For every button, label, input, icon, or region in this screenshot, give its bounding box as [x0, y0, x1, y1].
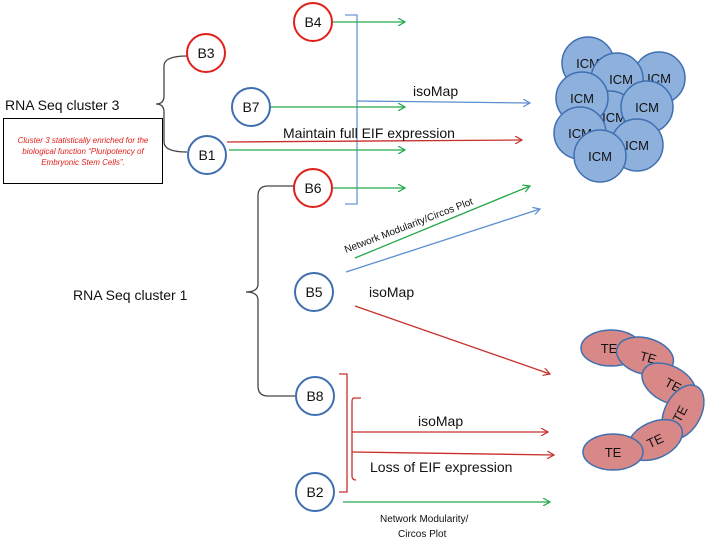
- red-bracket-outer: [339, 373, 348, 493]
- label-network-modularity-mid: Network Modularity/Circos Plot: [343, 196, 475, 255]
- node-b5-label: B5: [305, 284, 322, 300]
- node-b6-label: B6: [304, 180, 321, 196]
- icm-cluster: ICM ICM ICM ICM ICM ICM ICM ICM ICM: [553, 36, 686, 183]
- red-bracket-inner: [351, 397, 361, 481]
- svg-text:TE: TE: [601, 341, 618, 356]
- label-network-modularity-bottom-1: Network Modularity/: [380, 514, 469, 525]
- node-b7: B7: [231, 87, 271, 127]
- blue-bracket: [345, 14, 358, 205]
- svg-text:ICM: ICM: [625, 138, 649, 153]
- cluster1-brace: [245, 185, 298, 397]
- arrow-isomap-top-blue: [356, 101, 530, 103]
- cluster1-label: RNA Seq cluster 1: [73, 287, 188, 303]
- cluster3-note-text: Cluster 3 statistically enriched for the…: [17, 135, 149, 167]
- cluster3-label: RNA Seq cluster 3: [5, 97, 120, 113]
- svg-text:ICM: ICM: [570, 91, 594, 106]
- node-b3: B3: [186, 33, 226, 73]
- node-b8-label: B8: [306, 388, 323, 404]
- node-b4-label: B4: [304, 14, 321, 30]
- node-b7-label: B7: [242, 99, 259, 115]
- icm-cell: ICM: [573, 129, 627, 183]
- te-cluster: TE TE TE TE TE TE: [580, 329, 705, 471]
- arrow-b5-red: [354, 305, 550, 374]
- arrow-maintain-eif-red: [226, 140, 522, 142]
- svg-text:ICM: ICM: [588, 149, 612, 164]
- svg-text:TE: TE: [670, 403, 691, 425]
- node-b1: B1: [187, 135, 227, 175]
- svg-text:ICM: ICM: [635, 100, 659, 115]
- label-isomap-bottom: isoMap: [418, 413, 463, 429]
- node-b3-label: B3: [197, 45, 214, 61]
- te-cell: TE: [582, 433, 644, 471]
- svg-text:ICM: ICM: [602, 110, 626, 125]
- arrow-b5-blue: [345, 209, 540, 273]
- node-b4: B4: [293, 2, 333, 42]
- label-isomap-mid: isoMap: [369, 284, 414, 300]
- label-isomap-top: isoMap: [413, 83, 458, 99]
- node-b2-label: B2: [306, 484, 323, 500]
- label-loss-eif: Loss of EIF expression: [370, 459, 512, 475]
- svg-text:ICM: ICM: [609, 72, 633, 87]
- cluster3-note-box: Cluster 3 statistically enriched for the…: [3, 118, 163, 184]
- label-maintain-eif: Maintain full EIF expression: [283, 125, 455, 141]
- node-b8: B8: [295, 376, 335, 416]
- cluster3-brace: [155, 55, 188, 153]
- svg-text:TE: TE: [638, 348, 658, 367]
- node-b2: B2: [295, 472, 335, 512]
- svg-text:TE: TE: [644, 430, 666, 451]
- svg-text:TE: TE: [605, 445, 622, 460]
- node-b6: B6: [293, 168, 333, 208]
- label-network-modularity-bottom-2: Circos Plot: [398, 529, 447, 540]
- node-b1-label: B1: [198, 147, 215, 163]
- arrow-loss-eif-red: [351, 452, 554, 455]
- arrow-network-mid-green: [354, 186, 530, 259]
- node-b5: B5: [294, 272, 334, 312]
